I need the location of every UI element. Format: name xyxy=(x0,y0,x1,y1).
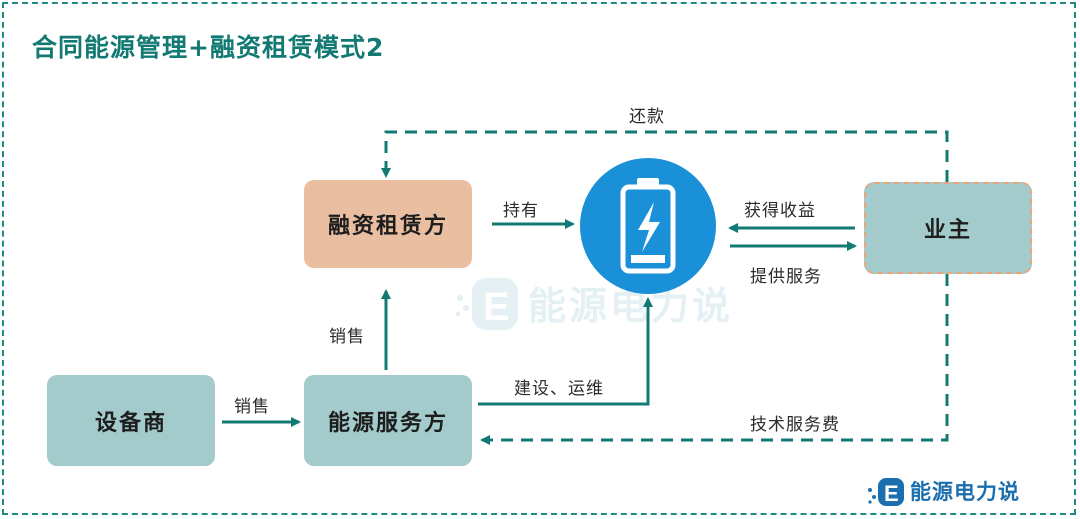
node-equipment-label: 设备商 xyxy=(94,410,167,436)
brand-logo: E 能源电力说 xyxy=(866,474,1020,508)
build-arrow xyxy=(478,297,653,406)
node-owner-label: 业主 xyxy=(923,218,972,243)
brand-text: 能源电力说 xyxy=(910,480,1020,504)
svg-text:E: E xyxy=(884,481,899,506)
label-provide: 提供服务 xyxy=(750,267,822,287)
repay-arrow xyxy=(381,130,949,182)
node-leasing: 融资租赁方 xyxy=(304,180,472,268)
battery-charging-icon xyxy=(620,178,676,274)
tech-fee-arrow xyxy=(480,274,949,445)
label-earn: 获得收益 xyxy=(744,201,816,221)
label-sell-up: 销售 xyxy=(329,327,365,347)
node-energy-service-label: 能源服务方 xyxy=(327,410,448,436)
e-logo-icon: E xyxy=(455,278,518,330)
label-repay: 还款 xyxy=(629,107,665,127)
node-equipment: 设备商 xyxy=(47,375,215,466)
svg-text:E: E xyxy=(483,285,510,329)
node-leasing-label: 融资租赁方 xyxy=(327,214,448,239)
label-build: 建设、运维 xyxy=(514,379,604,399)
node-owner: 业主 xyxy=(864,182,1032,274)
diagram-title: 合同能源管理+融资租赁模式2 xyxy=(32,33,385,62)
label-tech-fee: 技术服务费 xyxy=(750,415,840,435)
node-energy-service: 能源服务方 xyxy=(304,375,472,466)
battery-node xyxy=(580,158,716,294)
label-sell-right: 销售 xyxy=(234,397,270,417)
label-hold: 持有 xyxy=(503,201,539,221)
watermark: E 能源电力说 xyxy=(452,268,733,336)
e-logo-icon: E xyxy=(868,478,904,506)
